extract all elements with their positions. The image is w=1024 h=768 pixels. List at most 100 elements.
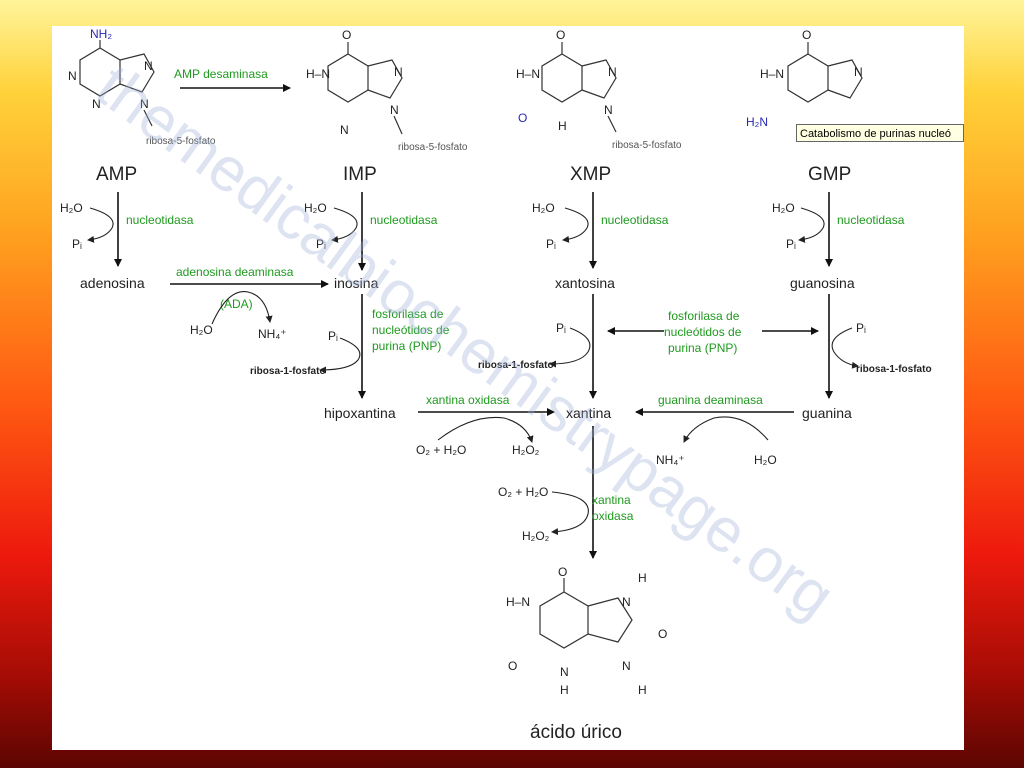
xantina-oxidasa-line1: xantina [592,493,631,507]
guanosina-ribosa-label: ribosa-1-fosfato [856,364,932,375]
inosina-ribosa-label: ribosa-1-fosfato [250,366,326,377]
gmp-o-label: O [802,28,811,42]
xmp-structure: O H–N O H N N ribosa-5-fosfato [516,28,682,151]
ada-enzyme: (ADA) [220,297,253,311]
imp-label: IMP [343,164,377,185]
amp-nucleotidasa-step: H₂O Pᵢ nucleotidasa [60,192,194,267]
slide-panel: NH₂ N N N N ribosa-5-fosfato O H–N N N N… [52,26,964,750]
gmp-h2o-label: H₂O [772,201,795,215]
urico-hn-label: H–N [506,595,530,609]
imp-nucleotidasa-enzyme: nucleotidasa [370,213,438,227]
urico-n3-label: N [560,665,569,679]
xantina-oxidase-step: O₂ + H₂O H₂O₂ xantina oxidasa [498,426,634,559]
gmp-nucleotidasa-step: H₂O Pᵢ nucleotidasa [772,192,905,267]
shared-pnp-line2: nucleótidos de [664,325,742,339]
amp-n7-label: N [144,59,153,73]
inosina-pi-label: Pᵢ [328,329,338,343]
guanosina-pnp-step: Pᵢ ribosa-1-fosfato [825,294,932,399]
adenosina-label: adenosina [80,275,145,291]
imp-n3-label: N [340,123,349,137]
amp-desaminasa-enzyme: AMP desaminasa [174,67,268,81]
guanosina-pi-label: Pᵢ [856,321,866,335]
xmp-ribosa-label: ribosa-5-fosfato [612,140,682,151]
xmp-n9-label: N [604,103,613,117]
gmp-nucleotidasa-enzyme: nucleotidasa [837,213,905,227]
acido-urico-label: ácido úrico [530,722,622,743]
amp-n3-label: N [92,97,101,111]
gmp-structure: O H–N H₂N N [746,28,863,129]
inosina-label: inosina [334,275,379,291]
ada-nh4-label: NH₄⁺ [258,327,287,341]
gmp-pi-label: Pᵢ [786,237,796,251]
tooltip: Catabolismo de purinas nucleó [796,124,964,142]
imp-n9-label: N [390,103,399,117]
amp-h2o-label: H₂O [60,201,83,215]
imp-pi-label: Pᵢ [316,237,326,251]
gmp-label: GMP [808,164,851,185]
amp-pi-label: Pᵢ [72,237,82,251]
purine-catabolism-diagram: NH₂ N N N N ribosa-5-fosfato O H–N N N N… [60,27,932,743]
inosina-pnp-line3: purina (PNP) [372,339,441,353]
shared-pnp-line1: fosforilasa de [668,309,740,323]
guanina-nh4-label: NH₄⁺ [656,453,685,467]
xmp-hn-label: H–N [516,67,540,81]
xmp-nucleotidasa-enzyme: nucleotidasa [601,213,669,227]
imp-ribosa-label: ribosa-5-fosfato [398,142,468,153]
gmp-h2n-label: H₂N [746,115,768,129]
amp-n1-label: N [68,69,77,83]
guanina-deaminasa-step: guanina deaminasa NH₄⁺ H₂O [635,393,794,467]
amp-n9-label: N [140,97,149,111]
imp-structure: O H–N N N N ribosa-5-fosfato [306,28,468,153]
gmp-hn-label: H–N [760,67,784,81]
imp-nucleotidasa-step: H₂O Pᵢ nucleotidasa [304,192,438,271]
xantina-label: xantina [566,405,611,421]
xmp-n7-label: N [608,65,617,79]
guanina-h2o-label: H₂O [754,453,777,467]
urico-h7-label: H [638,571,647,585]
inosina-pnp-line2: nucleótidos de [372,323,450,337]
imp-hn-label: H–N [306,67,330,81]
xmp-h-label: H [558,119,567,133]
inosina-pnp-step: Pᵢ ribosa-1-fosfato fosforilasa de nucle… [250,294,450,399]
xantina-o2-label: O₂ + H₂O [498,485,548,499]
amp-nucleotidasa-enzyme: nucleotidasa [126,213,194,227]
hipoxantina-oxidase-step: xantina oxidasa O₂ + H₂O H₂O₂ [416,393,555,457]
xantosina-pi-label: Pᵢ [556,321,566,335]
urico-h3-label: H [560,683,569,697]
urico-o-right-label: O [658,627,667,641]
urico-o-left-label: O [508,659,517,673]
adenosina-deaminasa-step: adenosina deaminasa (ADA) H₂O NH₄⁺ [170,265,329,341]
hipoxantina-o2-label: O₂ + H₂O [416,443,466,457]
xmp-o-top-label: O [556,28,565,42]
amp-nh2-label: NH₂ [90,27,112,41]
guanosina-label: guanosina [790,275,855,291]
imp-h2o-label: H₂O [304,201,327,215]
imp-o-label: O [342,28,351,42]
adenosina-deaminasa-enzyme: adenosina deaminasa [176,265,294,279]
acido-urico-structure: O H–N O N H N H O N H [506,565,667,697]
guanina-deaminasa-enzyme: guanina deaminasa [658,393,763,407]
gmp-n7-label: N [854,65,863,79]
hipoxantina-h2o2-label: H₂O₂ [512,443,540,457]
xantosina-label: xantosina [555,275,615,291]
xmp-pi-label: Pᵢ [546,237,556,251]
xantosina-pnp-step: Pᵢ ribosa-1-fosfato [478,294,597,399]
xantosina-ribosa-label: ribosa-1-fosfato [478,360,554,371]
urico-h9-label: H [638,683,647,697]
xmp-nucleotidasa-step: H₂O Pᵢ nucleotidasa [532,192,669,269]
xmp-h2o-label: H₂O [532,201,555,215]
amp-structure: NH₂ N N N N ribosa-5-fosfato [68,27,216,147]
inosina-pnp-line1: fosforilasa de [372,307,444,321]
guanina-label: guanina [802,405,852,421]
imp-n7-label: N [394,65,403,79]
urico-n9-label: N [622,659,631,673]
xantina-h2o2-label: H₂O₂ [522,529,550,543]
amp-ribosa-label: ribosa-5-fosfato [146,136,216,147]
ada-h2o-label: H₂O [190,323,213,337]
hipoxantina-label: hipoxantina [324,405,396,421]
shared-pnp-label: fosforilasa de nucleótidos de purina (PN… [607,309,819,355]
hipoxantina-oxidasa-enzyme: xantina oxidasa [426,393,510,407]
xmp-o-side-label: O [518,111,527,125]
amp-label: AMP [96,164,137,185]
urico-n7-label: N [622,595,631,609]
